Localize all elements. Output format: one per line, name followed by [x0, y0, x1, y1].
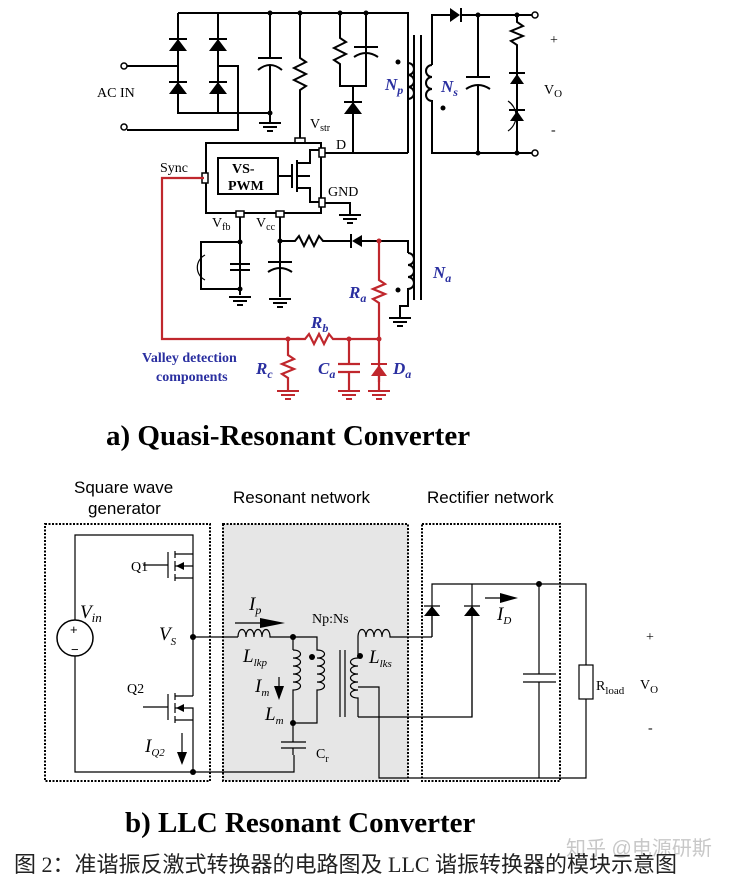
led-icon [507, 100, 517, 132]
iq2-label: I [144, 736, 153, 757]
section-rectifier: Rectifier network [427, 488, 554, 507]
section-resonant: Resonant network [233, 488, 371, 507]
svg-text:Vin: Vin [80, 602, 102, 625]
svg-text:VO: VO [544, 83, 562, 100]
ground-icon [228, 296, 252, 306]
snubber-diode-icon [343, 101, 363, 115]
valley-label-2: components [156, 370, 228, 385]
svg-text:IQ2: IQ2 [144, 736, 165, 759]
vstr-label: V [310, 117, 320, 132]
q1-label: Q1 [131, 560, 148, 575]
svg-text:VS: VS [159, 624, 177, 648]
vcc-label: V [256, 216, 266, 231]
ca-label: C [318, 359, 330, 378]
bridge-diode-icon [208, 81, 228, 95]
ground-icon [338, 214, 362, 224]
llks-label: L [368, 647, 380, 668]
svg-text:Na: Na [432, 263, 451, 285]
svg-text:Ca: Ca [318, 359, 335, 381]
ground-icon [388, 317, 412, 327]
id-label: I [496, 604, 505, 625]
gnd-label: GND [328, 185, 358, 200]
square-wave-box [44, 523, 211, 782]
lm-label: L [264, 704, 276, 725]
svg-text:Im: Im [254, 676, 269, 699]
vo-plus: + [550, 33, 558, 48]
vfb-label: V [212, 216, 222, 231]
ra-label: R [348, 283, 360, 302]
cr-label: C [316, 747, 325, 762]
section-square-wave-1: Square wave [74, 478, 173, 497]
svg-text:Vstr: Vstr [310, 117, 331, 134]
resonant-box [222, 523, 409, 782]
im-label: I [254, 676, 263, 697]
sync-label: Sync [160, 161, 188, 176]
ic-label-1: VS- [232, 162, 255, 177]
llc-vo-label: V [640, 678, 650, 693]
svg-text:VO: VO [640, 678, 658, 696]
na-label: N [432, 263, 446, 282]
llkp-label: L [242, 646, 254, 667]
ns-label: N [440, 77, 454, 96]
svg-text:Llks: Llks [368, 647, 392, 670]
rectifier-box [421, 523, 561, 782]
svg-text:ID: ID [496, 604, 511, 627]
q2-label: Q2 [127, 682, 144, 697]
svg-text:Ns: Ns [440, 77, 458, 99]
svg-text:−: − [71, 642, 79, 657]
svg-text:Ra: Ra [348, 283, 366, 305]
svg-text:Vfb: Vfb [212, 216, 230, 233]
bridge-diode-icon [168, 81, 188, 95]
svg-text:Ip: Ip [248, 594, 261, 617]
svg-text:+: + [70, 622, 78, 637]
ground-icon [276, 390, 300, 400]
llc-vo-minus: - [648, 721, 653, 736]
np-label: N [384, 75, 398, 94]
section-square-wave-2: generator [88, 499, 161, 518]
figure-a-title: a) Quasi-Resonant Converter [106, 420, 470, 452]
ground-icon [268, 298, 292, 308]
ground-icon [337, 390, 361, 400]
svg-text:Lm: Lm [264, 704, 284, 727]
ac-in-label: AC IN [97, 86, 135, 101]
watermark: 知乎 @电源研斯 [566, 837, 712, 860]
llc-schematic: Square wave generator Resonant network R… [44, 478, 658, 839]
vo-label: V [544, 83, 554, 98]
vs-label: V [159, 624, 173, 645]
load-resistor [578, 664, 594, 700]
figure-b-title: b) LLC Resonant Converter [125, 807, 476, 839]
quasi-resonant-schematic: AC IN Vstr D Sync VS- PWM GND Vfb Vcc Np… [97, 8, 562, 452]
bridge-diode-icon [168, 38, 188, 52]
llc-vo-plus: + [646, 630, 654, 645]
ground-icon [367, 390, 391, 400]
svg-text:Vcc: Vcc [256, 216, 276, 233]
ip-label: I [248, 594, 257, 615]
vin-label: V [80, 602, 94, 623]
turns-ratio-label: Np:Ns [312, 612, 349, 627]
svg-text:Rc: Rc [255, 359, 273, 381]
valley-label-1: Valley detection [142, 351, 237, 366]
svg-text:Llkp: Llkp [242, 646, 268, 669]
bridge-diode-icon [208, 38, 228, 52]
svg-text:Cr: Cr [316, 747, 329, 765]
figure-caption: 图 2：准谐振反激式转换器的电路图及 LLC 谐振转换器的模块示意图 [14, 852, 677, 877]
ic-label-2: PWM [228, 179, 264, 194]
rc-label: R [255, 359, 267, 378]
vo-minus: - [551, 123, 556, 138]
rb-label: R [310, 313, 322, 332]
svg-text:Rb: Rb [310, 313, 328, 335]
svg-text:Da: Da [392, 359, 411, 381]
optocoupler-icon [196, 254, 206, 281]
ground-icon [258, 122, 282, 132]
rload-label: R [596, 679, 606, 694]
drain-label: D [336, 138, 346, 153]
svg-text:Np: Np [384, 75, 403, 97]
da-label: D [392, 359, 405, 378]
svg-text:Rload: Rload [596, 679, 625, 697]
